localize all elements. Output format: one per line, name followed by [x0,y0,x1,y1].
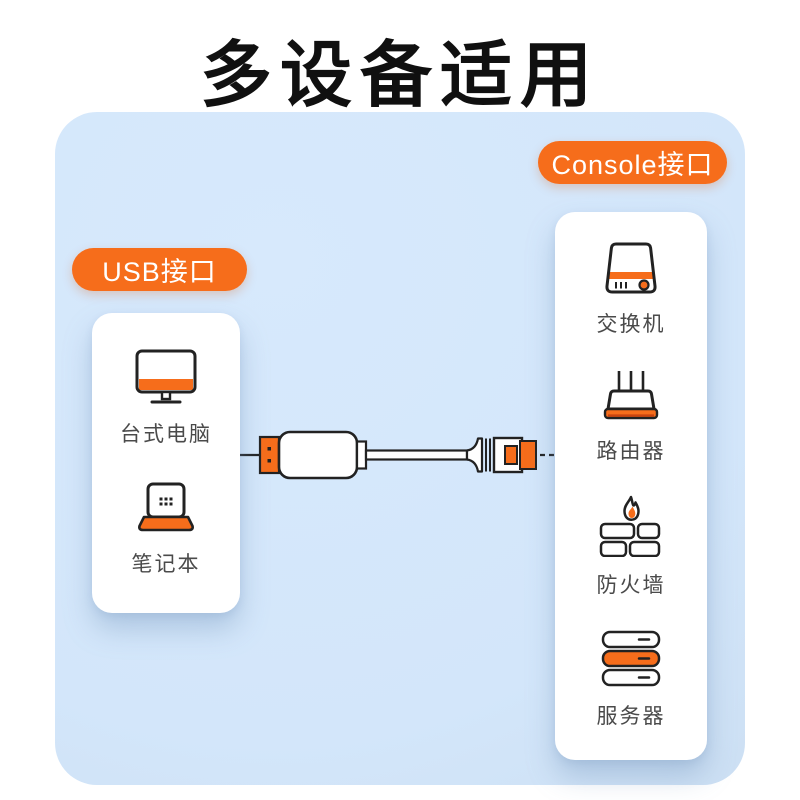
usb-devices-card: 台式电脑 笔记本 [92,313,240,613]
switch-icon [605,242,657,294]
device-switch: 交换机 [597,242,666,338]
laptop-icon [138,482,194,532]
device-firewall: 防火墙 [597,495,666,599]
console-port-badge: Console接口 [538,141,727,184]
firewall-icon [599,495,661,558]
page-title: 多设备适用 [199,36,600,116]
device-laptop: 笔记本 [132,482,201,578]
device-desktop: 台式电脑 [120,348,212,448]
usb-console-cable-illustration [237,430,557,480]
server-icon [601,630,661,686]
device-label: 交换机 [596,313,666,337]
device-label: 台式电脑 [120,422,212,446]
device-label: 笔记本 [131,553,201,577]
console-badge-label: Console接口 [551,150,714,180]
device-server: 服务器 [597,630,666,730]
device-label: 防火墙 [596,574,666,598]
device-label: 路由器 [596,439,666,463]
device-router: 路由器 [597,369,666,465]
router-icon [603,370,659,419]
usb-badge-label: USB接口 [102,257,217,287]
device-label: 服务器 [596,704,666,728]
desktop-icon [135,349,197,404]
usb-port-badge: USB接口 [72,248,247,291]
compatibility-panel: Console接口 USB接口 台式电脑 [55,112,745,785]
console-devices-card: 交换机 路由器 [555,212,707,760]
